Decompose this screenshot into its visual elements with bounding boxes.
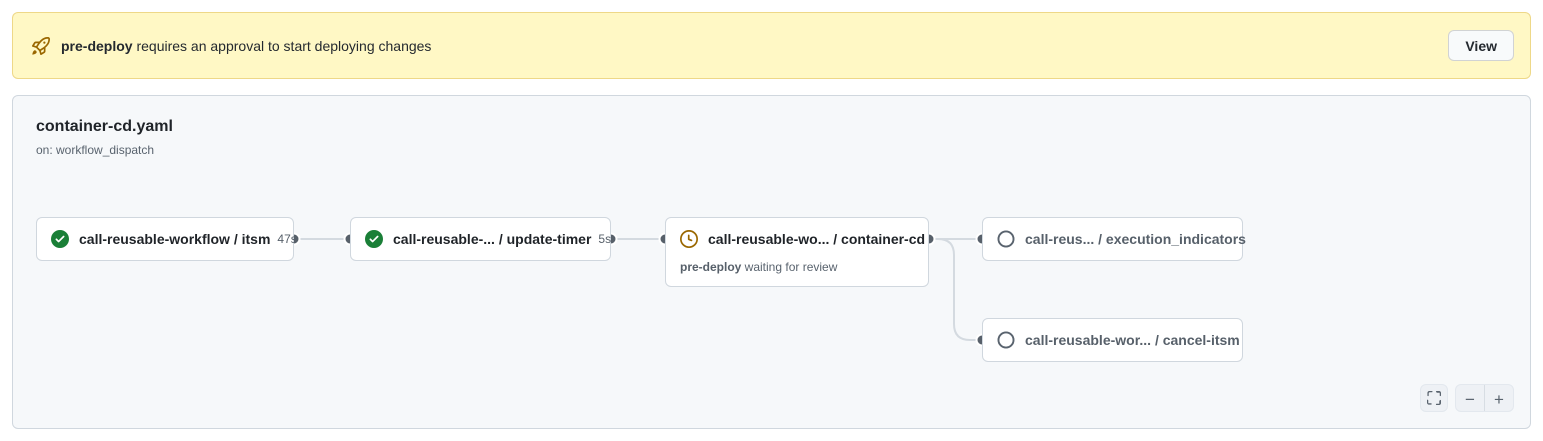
job-node-update-timer[interactable]: call-reusable-... / update-timer 5s — [350, 217, 611, 261]
check-circle-icon — [365, 230, 383, 248]
clock-icon — [680, 230, 698, 248]
check-circle-icon — [51, 230, 69, 248]
banner-message: pre-deploy requires an approval to start… — [61, 38, 431, 54]
job-label: call-reusable-workflow / itsm — [79, 231, 271, 247]
job-node-execution-indicators[interactable]: call-reus... / execution_indicators — [982, 217, 1246, 261]
job-label: call-reusable-wo... / container-cd — [708, 231, 926, 247]
workflow-graph-panel: container-cd.yaml on: workflow_dispatch — [12, 95, 1531, 429]
zoom-control-group: − + — [1455, 384, 1514, 412]
fullscreen-button[interactable] — [1420, 384, 1448, 412]
zoom-out-button[interactable]: − — [1456, 385, 1484, 411]
pending-circle-icon — [997, 331, 1015, 349]
environment-name: pre-deploy — [680, 260, 742, 274]
job-status-note: pre-deploy waiting for review — [666, 260, 928, 286]
workflow-trigger: on: workflow_dispatch — [36, 143, 155, 157]
job-label: call-reus... / execution_indicators — [1025, 231, 1246, 247]
graph-controls: − + — [1420, 384, 1514, 412]
job-duration: 5s — [598, 232, 612, 246]
zoom-in-button[interactable]: + — [1485, 385, 1513, 411]
status-note-text: waiting for review — [741, 260, 838, 274]
screen-full-icon — [1427, 391, 1441, 405]
pending-circle-icon — [997, 230, 1015, 248]
job-duration: 47s — [277, 232, 297, 246]
job-node-itsm[interactable]: call-reusable-workflow / itsm 47s — [36, 217, 297, 261]
banner-environment-name: pre-deploy — [61, 37, 133, 54]
job-node-container-cd[interactable]: call-reusable-wo... / container-cd pre-d… — [665, 217, 929, 287]
zoom-divider — [1484, 385, 1485, 411]
workflow-file-title: container-cd.yaml — [36, 118, 173, 135]
job-label: call-reusable-wor... / cancel-itsm — [1025, 332, 1240, 348]
job-label: call-reusable-... / update-timer — [393, 231, 592, 247]
rocket-icon — [32, 36, 50, 55]
banner-message-text: requires an approval to start deploying … — [132, 37, 432, 54]
job-node-cancel-itsm[interactable]: call-reusable-wor... / cancel-itsm — [982, 318, 1243, 362]
view-button[interactable]: View — [1448, 30, 1514, 61]
approval-banner: pre-deploy requires an approval to start… — [12, 12, 1531, 79]
